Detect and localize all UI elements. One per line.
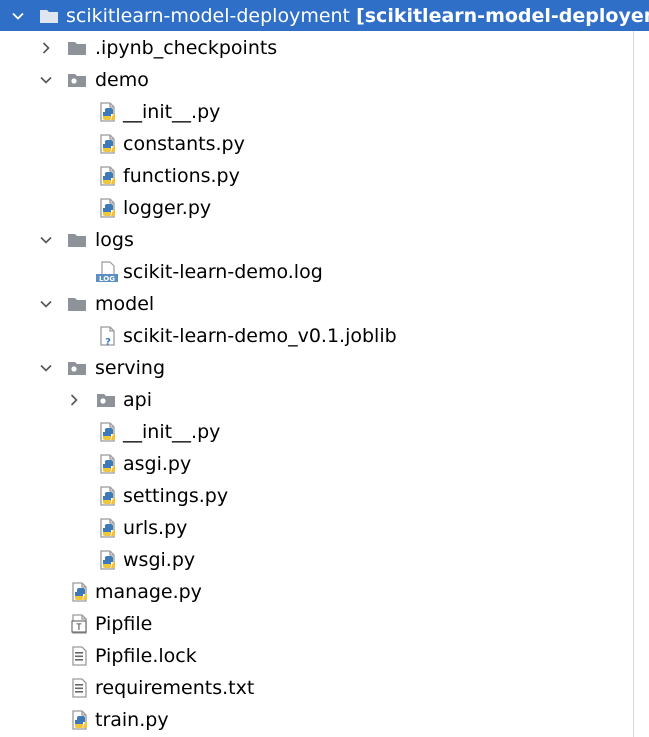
text-file-icon	[68, 645, 90, 667]
chevron-down-icon[interactable]	[8, 6, 28, 26]
vertical-scrollbar[interactable]	[633, 31, 649, 737]
chevron-right-icon[interactable]	[64, 390, 84, 410]
tree-item-label: logger.py	[123, 197, 212, 219]
log-badge-text: LOG	[99, 275, 115, 283]
tree-item-label: constants.py	[123, 133, 245, 155]
tree-row-project-root[interactable]: scikitlearn-model-deployment [scikitlear…	[0, 0, 649, 31]
tree-item-label: scikit-learn-demo_v0.1.joblib	[123, 325, 397, 347]
tree-row-urls[interactable]: urls.py	[0, 512, 634, 544]
python-file-icon	[96, 197, 118, 219]
template-file-icon: T	[68, 613, 90, 635]
tree-row-model[interactable]: model	[0, 288, 634, 320]
tree-row-logger[interactable]: logger.py	[0, 192, 634, 224]
python-file-icon	[96, 549, 118, 571]
tree-row-asgi[interactable]: asgi.py	[0, 448, 634, 480]
tree-item-label: Pipfile	[95, 613, 153, 635]
python-file-icon	[96, 101, 118, 123]
tree-row-pipfile[interactable]: T Pipfile	[0, 608, 634, 640]
tree-row-pipfile-lock[interactable]: Pipfile.lock	[0, 640, 634, 672]
tree-item-label: Pipfile.lock	[95, 645, 197, 667]
unknown-file-icon: ?	[96, 325, 118, 348]
tree-item-label: __init__.py	[123, 421, 221, 443]
tree-item-label: wsgi.py	[123, 549, 196, 571]
tree-row-constants[interactable]: constants.py	[0, 128, 634, 160]
tree-item-label: asgi.py	[123, 453, 192, 475]
tree-row-serving[interactable]: serving	[0, 352, 634, 384]
project-name: scikitlearn-model-deployment	[66, 5, 351, 27]
package-folder-icon	[66, 357, 88, 379]
tree-row-wsgi[interactable]: wsgi.py	[0, 544, 634, 576]
folder-icon	[38, 5, 60, 27]
python-file-icon	[96, 453, 118, 475]
module-tag: [scikitlearn-model-deployement]	[356, 5, 649, 27]
tree-row-train[interactable]: train.py	[0, 704, 634, 736]
python-file-icon	[68, 581, 90, 603]
tree-item-label: model	[95, 293, 155, 315]
template-badge-text: T	[76, 623, 82, 633]
python-file-icon	[96, 133, 118, 155]
tree-item-label: serving	[95, 357, 166, 379]
tree-row-functions[interactable]: functions.py	[0, 160, 634, 192]
tree-item-label: .ipynb_checkpoints	[95, 37, 278, 59]
tree-row-requirements[interactable]: requirements.txt	[0, 672, 634, 704]
tree-item-label: scikit-learn-demo.log	[123, 261, 323, 283]
python-file-icon	[68, 709, 90, 731]
tree-item-label: __init__.py	[123, 101, 221, 123]
python-file-icon	[96, 421, 118, 443]
tree-item-label: logs	[95, 229, 134, 251]
tree-row-manage[interactable]: manage.py	[0, 576, 634, 608]
folder-icon	[66, 229, 88, 251]
package-folder-icon	[95, 389, 117, 411]
folder-icon	[66, 293, 88, 315]
tree-item-label: functions.py	[123, 165, 240, 187]
log-file-icon: LOG	[96, 261, 118, 283]
tree-row-settings[interactable]: settings.py	[0, 480, 634, 512]
unknown-badge-text: ?	[105, 337, 111, 347]
tree-row-logs[interactable]: logs	[0, 224, 634, 256]
chevron-down-icon[interactable]	[36, 294, 56, 314]
package-folder-icon	[66, 69, 88, 91]
tree-row-demo-init[interactable]: __init__.py	[0, 96, 634, 128]
text-file-icon	[68, 677, 90, 699]
tree-item-label: urls.py	[123, 517, 188, 539]
folder-icon	[66, 37, 88, 59]
tree-row-ipynb-checkpoints[interactable]: .ipynb_checkpoints	[0, 32, 634, 64]
tree-row-api[interactable]: api	[0, 384, 634, 416]
tree-row-serving-init[interactable]: __init__.py	[0, 416, 634, 448]
tree-item-label: manage.py	[95, 581, 202, 603]
chevron-down-icon[interactable]	[36, 230, 56, 250]
tree-item-label: api	[123, 389, 152, 411]
tree-row-joblib[interactable]: ? scikit-learn-demo_v0.1.joblib	[0, 320, 634, 352]
tree-item-label: train.py	[95, 709, 169, 731]
chevron-right-icon[interactable]	[36, 38, 56, 58]
tree-item-label: settings.py	[123, 485, 229, 507]
tree-item-label: requirements.txt	[95, 677, 255, 699]
python-file-icon	[96, 165, 118, 187]
chevron-down-icon[interactable]	[36, 70, 56, 90]
tree-row-log-file[interactable]: LOG scikit-learn-demo.log	[0, 256, 634, 288]
python-file-icon	[96, 485, 118, 507]
python-file-icon	[96, 517, 118, 539]
tree-row-demo[interactable]: demo	[0, 64, 634, 96]
chevron-down-icon[interactable]	[36, 358, 56, 378]
tree-item-label: demo	[95, 69, 149, 91]
